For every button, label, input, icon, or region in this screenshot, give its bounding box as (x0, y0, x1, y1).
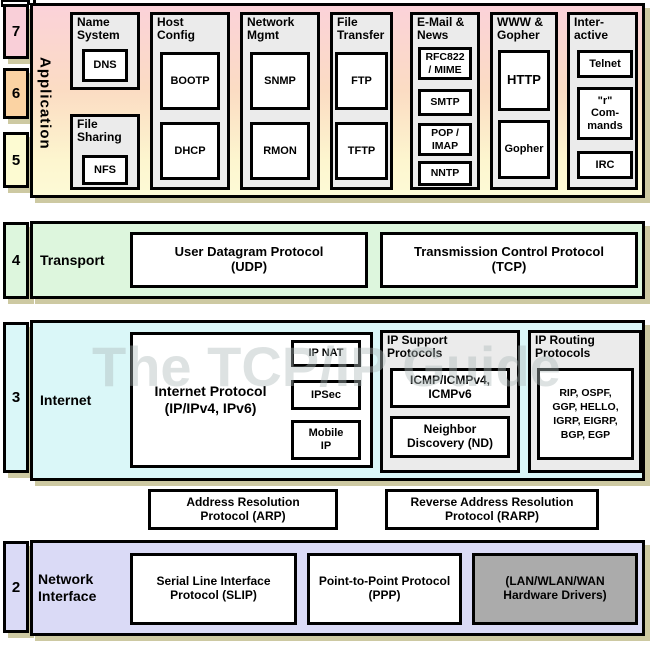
box-routing-protocols: RIP, OSPF, GGP, HELLO, IGRP, EIGRP, BGP,… (537, 368, 634, 460)
box-r-commands: "r" Com- mands (577, 87, 633, 140)
box-udp: User Datagram Protocol (UDP) (130, 232, 368, 288)
group-host-config-title: Host Config (157, 15, 195, 43)
crop-remnant-tick-band (33, 0, 36, 4)
box-hardware-drivers: (LAN/WLAN/WAN Hardware Drivers) (472, 553, 638, 625)
transport-label: Transport (40, 251, 105, 268)
group-file-sharing: File Sharing NFS (70, 114, 140, 190)
layer-2-badge: 2 (3, 541, 29, 633)
layer-7-number: 7 (11, 23, 21, 40)
group-email-news: E-Mail & News RFC822 / MIME SMTP POP / I… (410, 12, 480, 190)
crop-remnant-tick-right (27, 0, 30, 5)
group-ip-routing: IP Routing Protocols RIP, OSPF, GGP, HEL… (528, 330, 642, 473)
group-ip-support-title: IP Support Protocols (387, 333, 448, 361)
group-name-system-title: Name System (77, 15, 120, 43)
group-name-system: Name System DNS (70, 12, 140, 90)
box-ppp: Point-to-Point Protocol (PPP) (307, 553, 462, 625)
box-nfs: NFS (82, 155, 128, 185)
group-file-sharing-title: File Sharing (77, 117, 122, 145)
box-slip: Serial Line Interface Protocol (SLIP) (130, 553, 297, 625)
group-interactive-title: Inter- active (574, 15, 609, 43)
crop-remnant-tick-left (1, 0, 3, 7)
group-ip-support: IP Support Protocols ICMP/ICMPv4, ICMPv6… (380, 330, 520, 473)
group-www-gopher: WWW & Gopher HTTP Gopher (490, 12, 558, 190)
internet-protocol-label: Internet Protocol (IP/IPv4, IPv6) (154, 383, 267, 416)
box-smtp: SMTP (418, 89, 472, 116)
box-icmp: ICMP/ICMPv4, ICMPv6 (390, 368, 510, 408)
layer-3-number: 3 (11, 389, 21, 406)
group-host-config: Host Config BOOTP DHCP (150, 12, 230, 190)
group-file-transfer: File Transfer FTP TFTP (330, 12, 393, 190)
box-rfc822-mime: RFC822 / MIME (418, 47, 472, 80)
box-irc: IRC (577, 151, 633, 179)
group-interactive: Inter- active Telnet "r" Com- mands IRC (567, 12, 638, 190)
box-snmp: SNMP (250, 52, 310, 110)
layer-4-number: 4 (11, 252, 21, 269)
layer-6-number: 6 (11, 85, 21, 102)
box-pop-imap: POP / IMAP (418, 123, 472, 156)
group-email-news-title: E-Mail & News (417, 15, 465, 43)
group-www-gopher-title: WWW & Gopher (497, 15, 543, 43)
box-tcp: Transmission Control Protocol (TCP) (380, 232, 638, 288)
box-internet-protocol: Internet Protocol (IP/IPv4, IPv6) IP NAT… (130, 332, 373, 468)
box-ip-nat: IP NAT (291, 340, 361, 367)
transport-band: Transport User Datagram Protocol (UDP) T… (30, 221, 645, 299)
internet-band: Internet Internet Protocol (IP/IPv4, IPv… (30, 320, 645, 481)
box-nntp: NNTP (418, 161, 472, 186)
network-interface-label: Network Interface (38, 571, 97, 604)
box-bootp: BOOTP (160, 52, 220, 110)
box-tftp: TFTP (335, 122, 388, 180)
layer-7-badge: 7 (3, 4, 29, 59)
layer-4-badge: 4 (3, 222, 29, 299)
internet-label: Internet (40, 392, 92, 409)
box-mobile-ip: Mobile IP (291, 420, 361, 460)
layer-3-badge: 3 (3, 322, 29, 473)
layer-6-badge: 6 (3, 68, 29, 119)
group-file-transfer-title: File Transfer (337, 15, 385, 43)
box-dhcp: DHCP (160, 122, 220, 180)
group-network-mgmt: Network Mgmt SNMP RMON (240, 12, 320, 190)
box-http: HTTP (498, 50, 550, 111)
box-arp: Address Resolution Protocol (ARP) (148, 489, 338, 530)
box-telnet: Telnet (577, 50, 633, 78)
box-gopher: Gopher (498, 120, 550, 179)
box-dns: DNS (82, 49, 128, 82)
application-label: Application (36, 57, 54, 150)
layer-5-badge: 5 (3, 132, 29, 188)
box-rmon: RMON (250, 122, 310, 180)
group-network-mgmt-title: Network Mgmt (247, 15, 295, 43)
crop-remnant-line (1, 0, 30, 2)
box-neighbor-discovery: Neighbor Discovery (ND) (390, 416, 510, 458)
box-ftp: FTP (335, 52, 388, 110)
group-ip-routing-title: IP Routing Protocols (535, 333, 595, 361)
layer-5-number: 5 (11, 151, 21, 169)
application-band: Application Name System DNS File Sharing… (30, 3, 645, 198)
network-interface-band: Network Interface Serial Line Interface … (30, 540, 645, 636)
box-rarp: Reverse Address Resolution Protocol (RAR… (385, 489, 599, 530)
box-ipsec: IPSec (291, 380, 361, 410)
layer-2-number: 2 (11, 578, 21, 596)
